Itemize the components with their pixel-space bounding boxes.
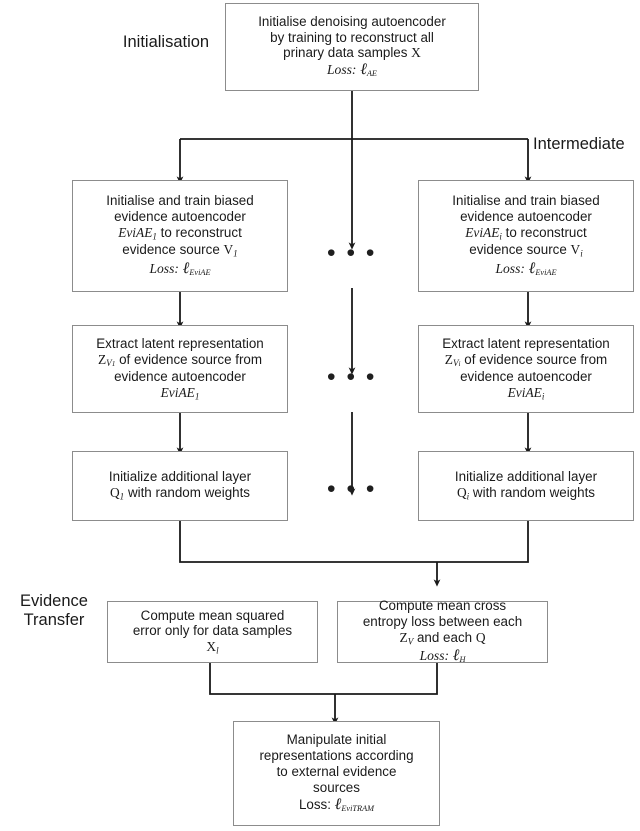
- stage-label-intermediate: Intermediate: [533, 135, 625, 153]
- node-manip-line-2: representations according: [259, 748, 414, 764]
- node-latent1-line-1: Extract latent representation: [96, 335, 264, 351]
- ellipsis-row-1: • • •: [327, 239, 377, 266]
- node-eviae1-loss: Loss: ℓEviAE: [149, 259, 211, 277]
- node-eviaei-line-3: EviAEi to reconstruct: [465, 225, 587, 242]
- node-latent1-line-2: ZV1 of evidence source from: [97, 351, 263, 369]
- node-eviaei-loss: Loss: ℓEviAE: [495, 259, 557, 277]
- node-eviaei-line-4: evidence source Vi: [469, 242, 583, 259]
- node-latenti-line-1: Extract latent representation: [442, 335, 610, 351]
- node-root-line-1: Initialise denoising autoencoder: [258, 13, 446, 29]
- node-eviae1-line-2: evidence autoencoder: [114, 209, 246, 225]
- node-manipulate-representations[interactable]: Manipulate initial representations accor…: [233, 721, 440, 826]
- node-eviae-i[interactable]: Initialise and train biased evidence aut…: [418, 180, 634, 292]
- node-manip-loss: Loss: ℓEviTRAM: [298, 795, 375, 813]
- node-q1-line-1: Initialize additional layer: [108, 469, 252, 485]
- node-mse-line-3: Xl: [206, 639, 219, 656]
- node-eviae-1[interactable]: Initialise and train biased evidence aut…: [72, 180, 288, 292]
- node-qi-line-1: Initialize additional layer: [454, 469, 598, 485]
- wire-q-merge-bus: [179, 521, 529, 563]
- node-latent1-line-4: EviAE1: [160, 384, 200, 402]
- node-mse-line-1: Compute mean squared: [140, 607, 285, 623]
- node-latent-i[interactable]: Extract latent representation ZVi of evi…: [418, 325, 634, 413]
- node-ce-line-2: entropy loss between each: [362, 613, 523, 629]
- node-mean-squared-error[interactable]: Compute mean squared error only for data…: [107, 601, 318, 663]
- node-ce-line-3: ZV and each Q: [399, 629, 486, 647]
- node-eviae1-line-4: evidence source V1: [122, 242, 238, 259]
- ellipsis-row-2: • • •: [327, 363, 377, 390]
- node-manip-line-3: to external evidence: [276, 764, 397, 780]
- ellipsis-row-3: • • •: [327, 475, 377, 502]
- stage-label-initialisation: Initialisation: [122, 33, 210, 51]
- node-manip-line-4: sources: [313, 779, 360, 795]
- node-mse-line-2: error only for data samples: [132, 623, 293, 639]
- node-eviaei-line-2: evidence autoencoder: [460, 209, 592, 225]
- node-qi-line-2: Qi with random weights: [457, 485, 595, 502]
- node-root-line-2: by training to reconstruct all: [270, 29, 434, 45]
- node-eviae1-line-1: Initialise and train biased: [106, 193, 254, 209]
- node-manip-line-1: Manipulate initial: [286, 732, 387, 748]
- node-latenti-line-3: evidence autoencoder: [460, 369, 592, 384]
- node-eviae1-line-3: EviAE1 to reconstruct: [118, 225, 242, 242]
- node-root-loss: Loss: ℓAE: [326, 61, 377, 79]
- node-layer-qi[interactable]: Initialize additional layer Qi with rand…: [418, 451, 634, 521]
- node-latenti-line-2: ZVi of evidence source from: [444, 351, 608, 369]
- node-latenti-line-4: EviAEi: [507, 384, 545, 402]
- node-ce-loss: Loss: ℓH: [419, 647, 466, 665]
- wire-loss-merge-bus: [209, 663, 438, 695]
- stage-label-evidence-transfer: Evidence Transfer: [20, 592, 88, 629]
- node-eviaei-line-1: Initialise and train biased: [452, 193, 600, 209]
- node-root-line-3: prinary data samples X: [283, 45, 421, 61]
- node-root-autoencoder[interactable]: Initialise denoising autoencoder by trai…: [225, 3, 479, 91]
- node-latent-1[interactable]: Extract latent representation ZV1 of evi…: [72, 325, 288, 413]
- node-q1-line-2: Q1 with random weights: [109, 485, 250, 502]
- node-latent1-line-3: evidence autoencoder: [114, 369, 246, 384]
- node-layer-q1[interactable]: Initialize additional layer Q1 with rand…: [72, 451, 288, 521]
- node-cross-entropy[interactable]: Compute mean cross entropy loss between …: [337, 598, 548, 665]
- node-ce-line-1: Compute mean cross: [378, 598, 507, 614]
